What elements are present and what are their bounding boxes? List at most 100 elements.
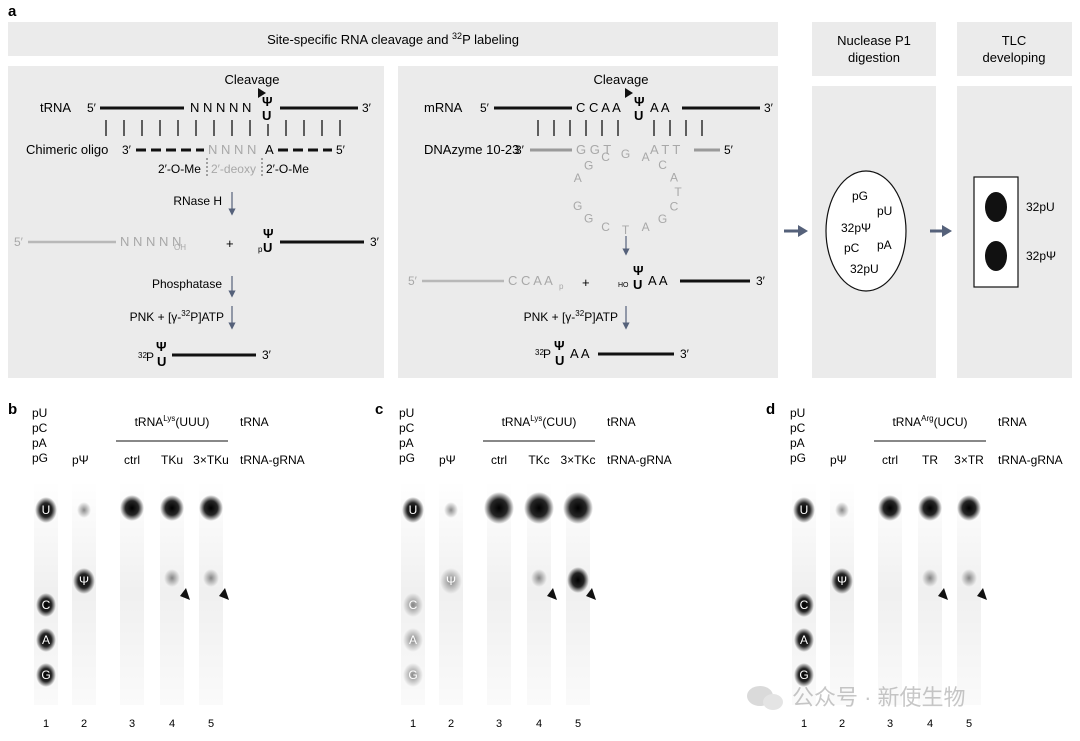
loop-letter: A [574,171,582,185]
mfrag-u: U [633,277,642,292]
grna-row-label: tRNA-gRNA [998,453,1063,467]
lane-label: ctrl [882,453,898,467]
loop-letter: G [573,199,582,213]
lane-number: 1 [801,718,807,730]
trna-3prime: 3′ [362,101,372,115]
lane-number: 3 [887,718,893,730]
lane-number: 2 [839,718,845,730]
spot-letter: G [408,668,417,682]
gel-spot [36,628,56,652]
gel-spot [878,495,902,521]
psi-pointer-arrow [586,588,596,600]
p1-spot-pa: pA [877,238,892,252]
standard-label: pU [790,406,805,420]
watermark: 公众号 · 新使生物 [747,685,966,710]
spot-letter: A [409,633,417,647]
standard-label: pU [399,406,414,420]
frag-5prime: 5′ [14,235,24,249]
gel-spot [793,497,815,523]
loop-letter: C [670,200,679,214]
mrna-left-seq: C C A A [576,100,621,115]
rnase-label: RNase H [173,194,222,208]
right-cleavage-arrow [625,88,633,98]
mrna-right-seq: A A [650,100,670,115]
loop-letter: G [584,159,593,173]
loop-letter: T [622,223,630,237]
gel-spot [402,497,424,523]
mfrag-left-seq: C C A A [508,273,553,288]
psi-lane-label: pΨ [830,453,847,467]
left-final-iso: 32 [138,351,147,360]
mfrag-p: p [559,282,564,291]
p1-spot-32ppsi: 32pΨ [841,221,871,235]
header-tlc-line1: TLC [1002,33,1027,48]
right-final-iso: 32 [535,348,544,357]
right-final-psi: Ψ [554,338,565,353]
gel-panel-label: b [8,401,17,418]
mfrag-right-seq: A A [648,273,668,288]
spot-letter: C [409,598,418,612]
spot-letter: U [42,503,51,517]
header-p1-line2: digestion [848,50,900,65]
trna-label: tRNA [40,100,71,115]
gel-spot [199,495,223,521]
mrna-3prime: 3′ [764,101,774,115]
trna-name-label: tRNALys(CUU) [502,414,577,429]
mfrag-3prime: 3′ [756,274,766,288]
lane-number: 1 [410,718,416,730]
left-final-p: P [146,350,154,364]
standard-label: pC [790,421,806,435]
standard-label: pG [790,451,806,465]
gel-spot [563,492,593,524]
p1-spot-pc: pC [844,241,860,255]
tlc-label-ppsi: 32pΨ [1026,249,1056,263]
frag-left-seq: N N N N N [120,234,181,249]
lane-label: 3×TKu [193,453,229,467]
left-final-psi: Ψ [156,339,167,354]
right-final-u: U [555,353,564,368]
grna-row-label: tRNA-gRNA [240,453,305,467]
oligo-3prime: 3′ [122,143,132,157]
psi-pointer-arrow [938,588,948,600]
oligo-a: A [265,142,274,157]
standard-label: pU [32,406,47,420]
loop-letter: A [642,220,650,234]
trna-5prime: 5′ [87,101,97,115]
loop-letter: G [658,212,667,226]
lane-label: 3×TR [954,453,984,467]
mfrag-psi: Ψ [633,263,644,278]
lane-number: 5 [966,718,972,730]
lane-label: ctrl [491,453,507,467]
left-final-3prime: 3′ [262,348,272,362]
lane-number: 1 [43,718,49,730]
loop-letter: C [601,220,610,234]
trna-seq: N N N N N [190,100,251,115]
spot-letter: A [42,633,50,647]
loop-letter: A [642,150,650,164]
lane-number: 4 [169,718,175,730]
right-cleavage-label: Cleavage [594,72,649,87]
deoxy-label: 2′-deoxy [211,162,256,176]
trna-row-label: tRNA [607,415,636,429]
trna-u: U [262,108,271,123]
spot-letter: G [41,668,50,682]
trna-row-label: tRNA [998,415,1027,429]
mrna-5prime: 5′ [480,101,490,115]
standard-label: pG [32,451,48,465]
loop-letter: T [674,185,682,199]
spot-letter: C [42,598,51,612]
header-main-title: Site-specific RNA cleavage and 32P label… [267,31,519,47]
gel-spot [160,495,184,521]
gel-spot [831,568,853,594]
grna-row-label: tRNA-gRNA [607,453,672,467]
ome-right: 2′-O-Me [266,162,309,176]
lane-number: 5 [208,718,214,730]
lane-label: TR [922,453,938,467]
spot-letter: A [800,633,808,647]
frag-psi: Ψ [263,226,274,241]
trna-name-label: tRNALys(UUU) [135,414,210,429]
gel-spot [403,593,423,617]
gel-panel-label: c [375,401,383,418]
